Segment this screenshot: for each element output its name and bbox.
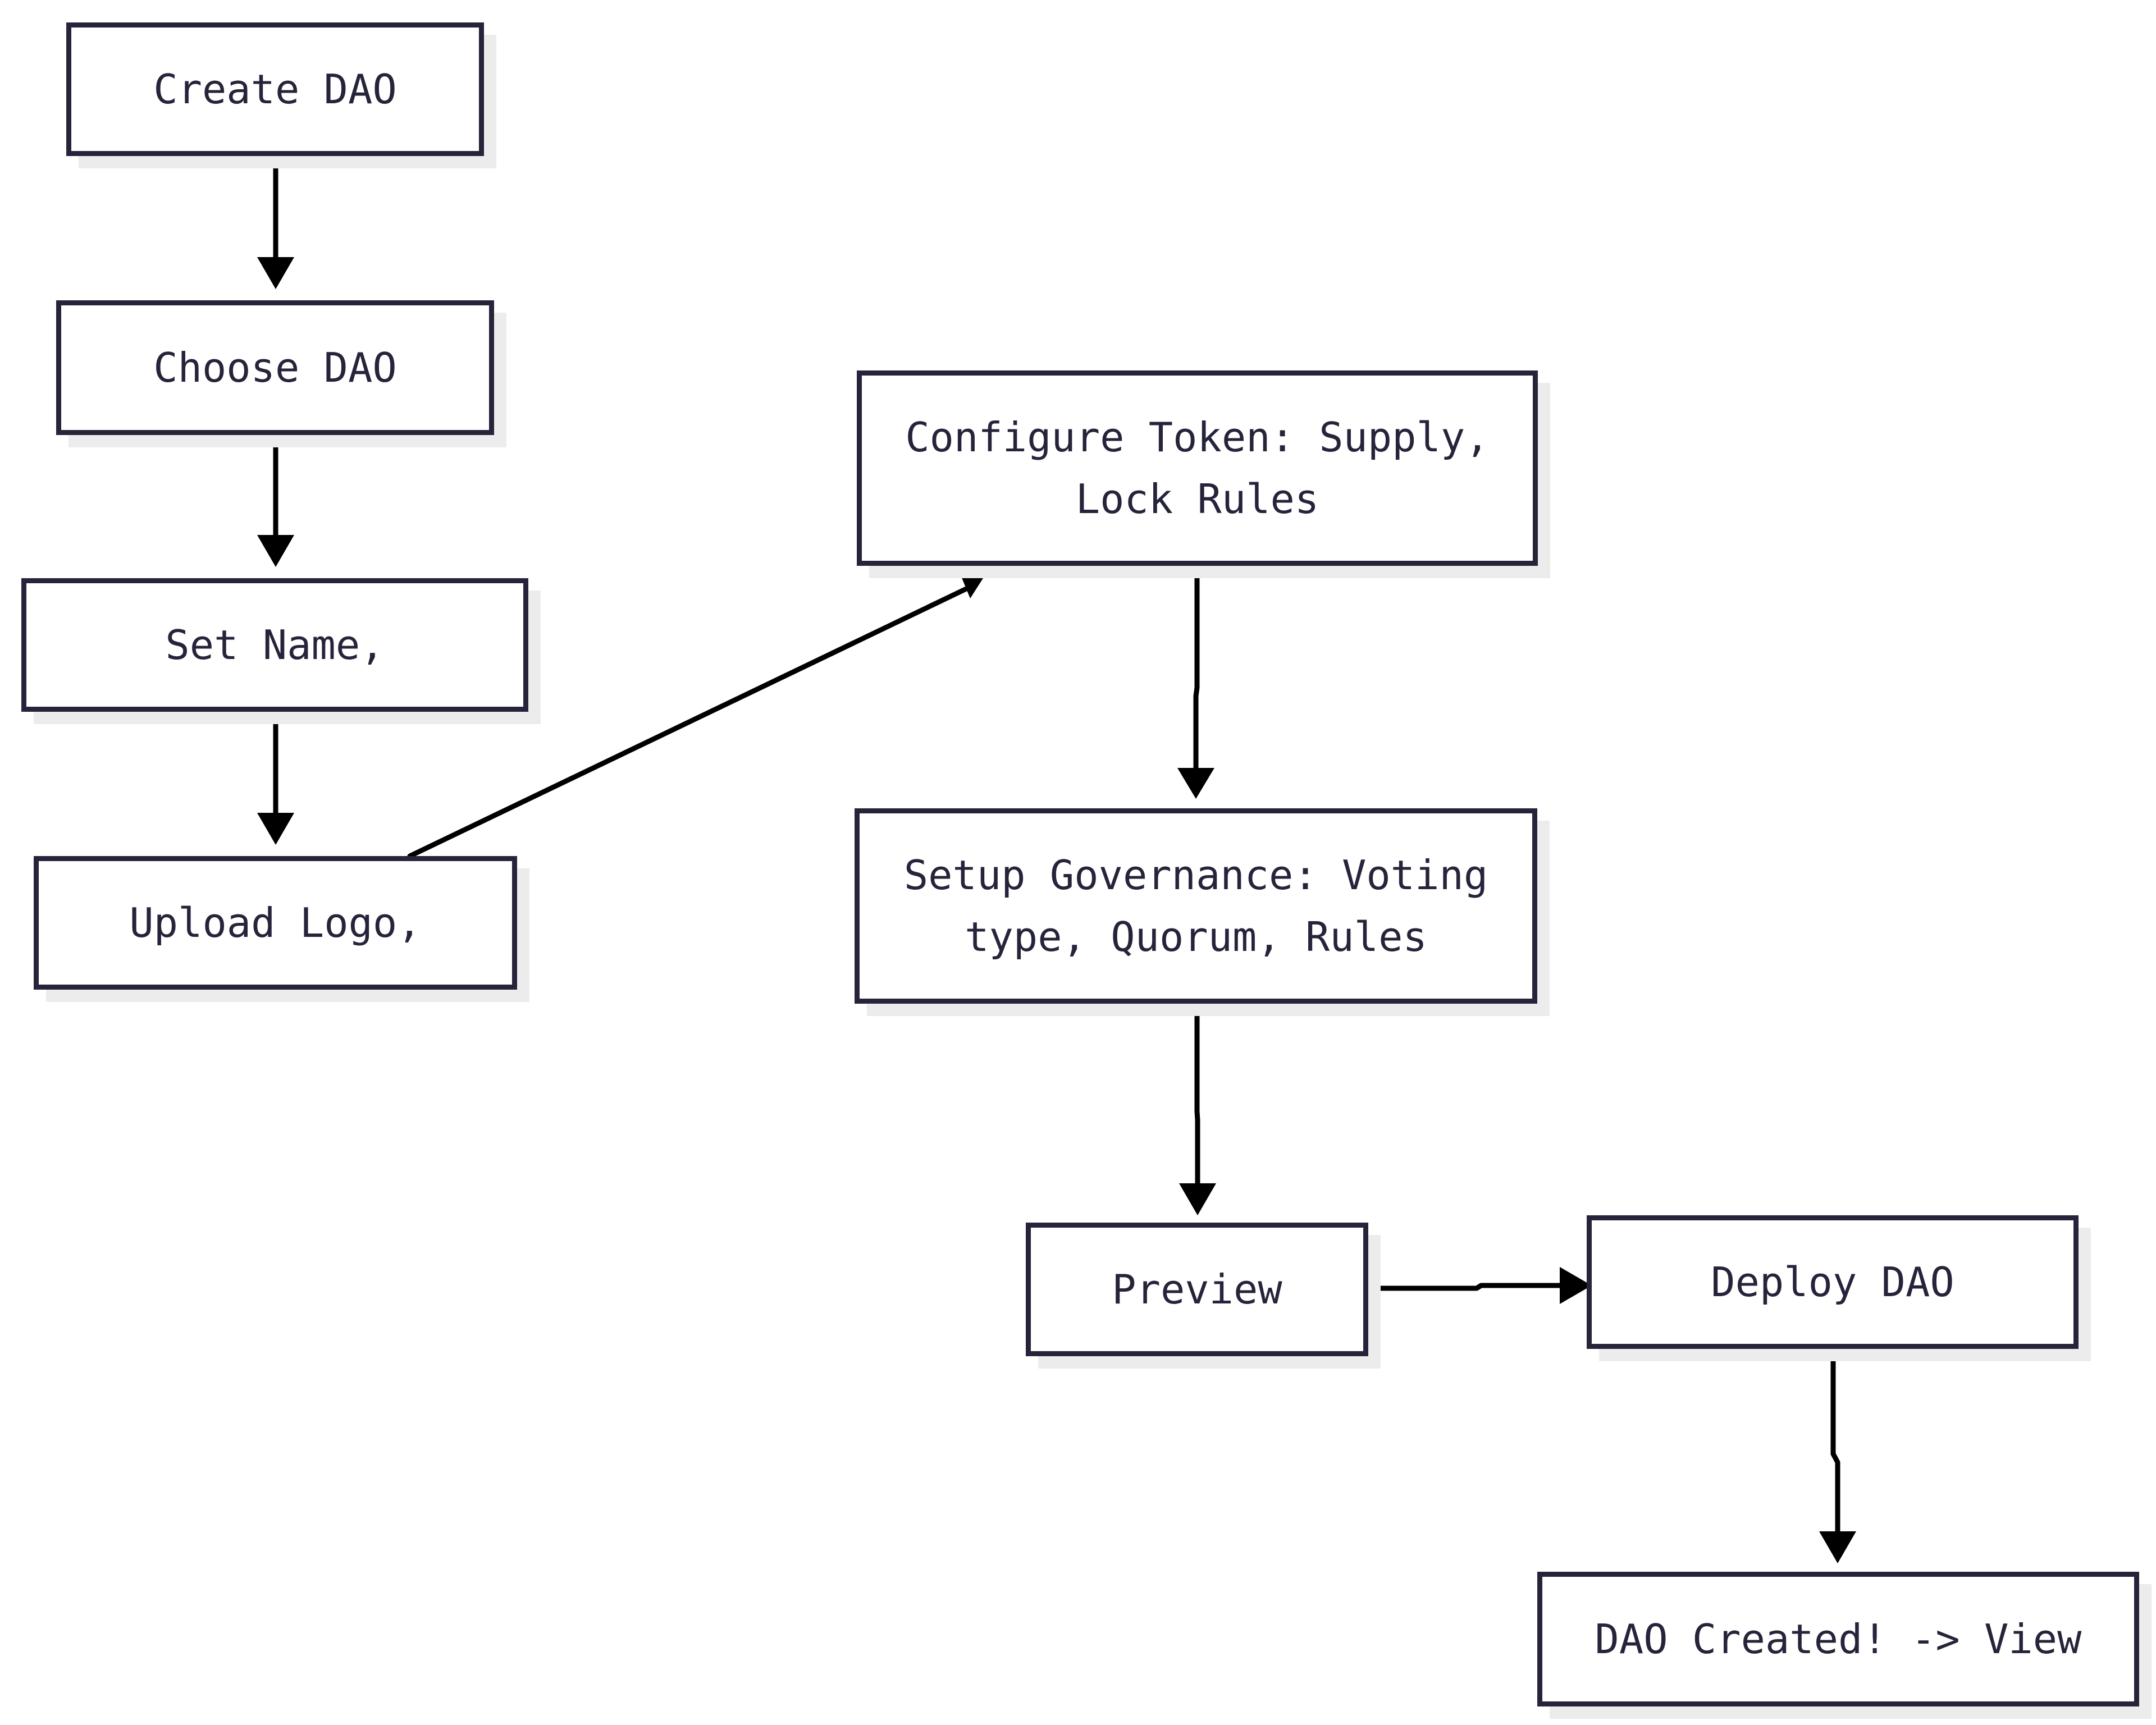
node-dao-created: DAO Created! -> View [1537, 1572, 2139, 1706]
edge-deploy-to-created [1830, 1346, 1840, 1535]
node-configure-token-label: Configure Token: Supply, Lock Rules [905, 414, 1490, 523]
arrowhead-deploy [1560, 1267, 1592, 1304]
node-setup-governance-label: Setup Governance: Voting type, Quorum, R… [903, 852, 1488, 960]
node-upload-logo-label: Upload Logo, [129, 899, 422, 946]
node-preview: Preview [1026, 1223, 1368, 1356]
node-deploy-dao: Deploy DAO [1587, 1215, 2079, 1349]
arrowhead-configuretoken [957, 564, 992, 598]
node-deploy-dao-label: Deploy DAO [1711, 1259, 1954, 1306]
node-create-dao-label: Create DAO [153, 66, 397, 113]
arrowhead-preview [1179, 1183, 1216, 1215]
edge-preview-to-deploy [1364, 1283, 1564, 1291]
node-set-name: Set Name, [21, 578, 528, 712]
arrowhead-choose [257, 257, 294, 289]
arrowhead-setname [257, 535, 294, 567]
node-configure-token: Configure Token: Supply, Lock Rules [857, 370, 1538, 566]
node-choose-dao: Choose DAO [56, 300, 494, 435]
edge-uploadlogo-to-configuretoken [407, 585, 971, 859]
node-create-dao: Create DAO [66, 22, 484, 156]
node-set-name-label: Set Name, [165, 621, 385, 669]
node-dao-created-label: DAO Created! -> View [1595, 1616, 2082, 1663]
node-setup-governance: Setup Governance: Voting type, Quorum, R… [855, 808, 1537, 1004]
edge-configuretoken-to-setupgovernance [1193, 563, 1200, 772]
arrowhead-uploadlogo [257, 813, 294, 845]
arrowhead-setupgovernance [1177, 768, 1214, 799]
node-upload-logo: Upload Logo, [34, 856, 517, 990]
edge-setupgovernance-to-preview [1194, 1001, 1200, 1187]
node-preview-label: Preview [1112, 1266, 1282, 1313]
arrowhead-created [1819, 1531, 1856, 1563]
node-choose-dao-label: Choose DAO [153, 344, 397, 391]
